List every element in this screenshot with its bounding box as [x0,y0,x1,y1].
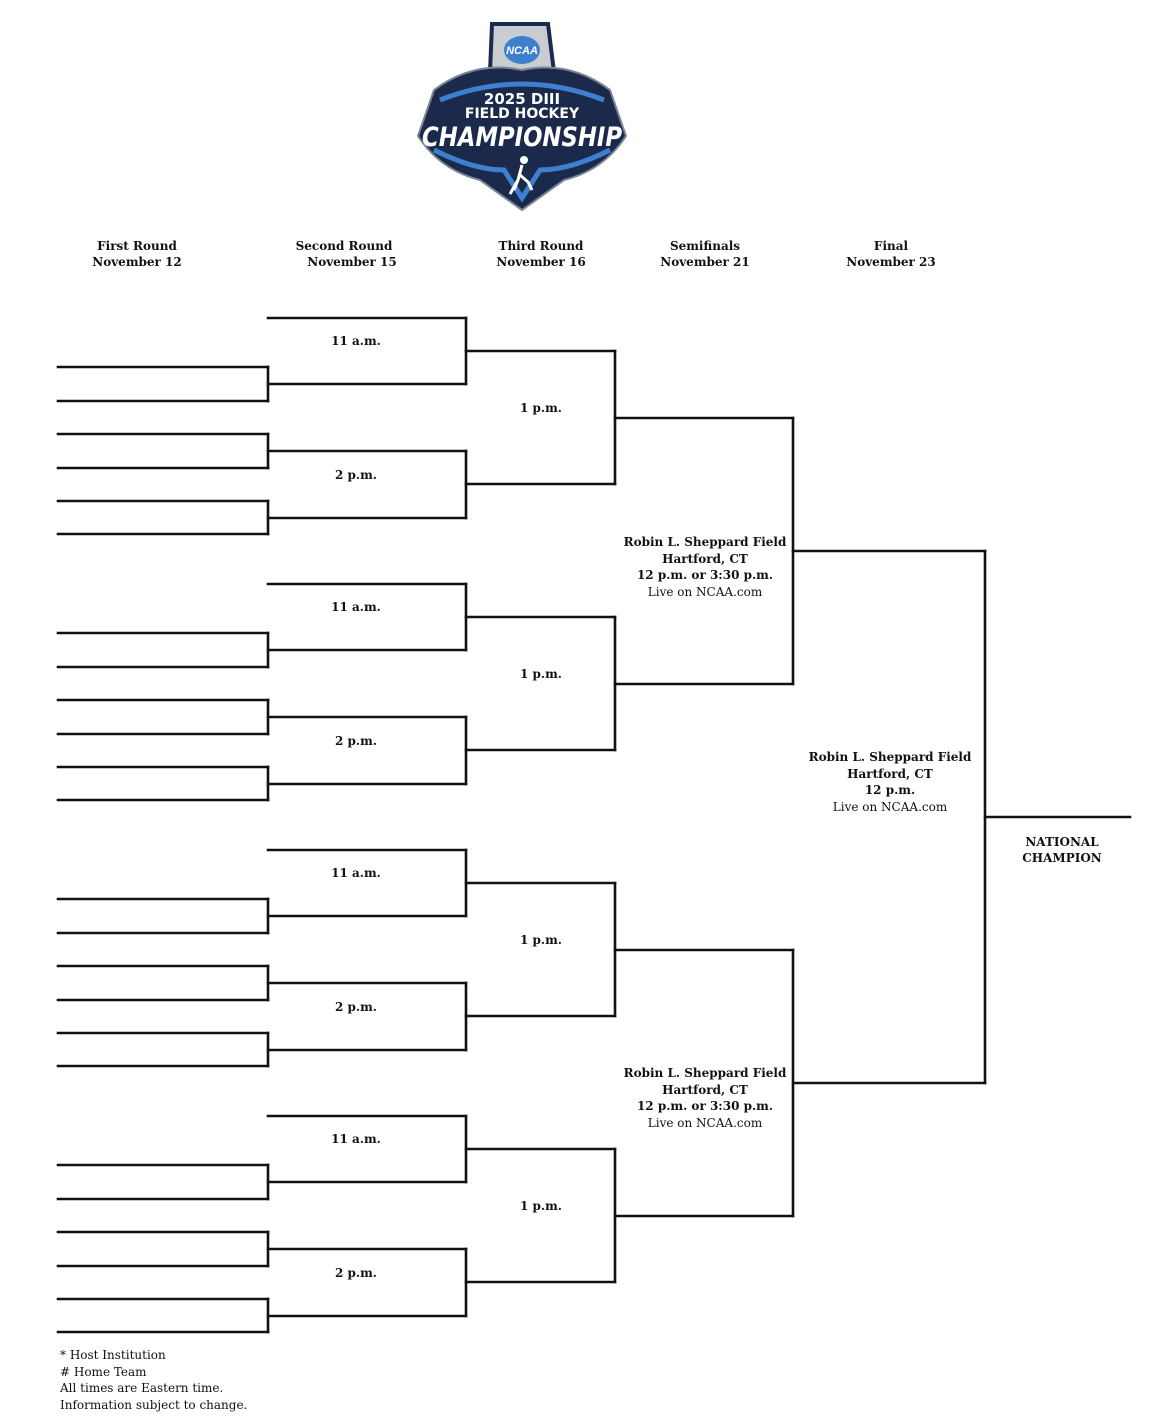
third-round-time: 1 p.m. [520,933,562,947]
footnote: All times are Eastern time. [60,1381,224,1396]
svg-text:NCAA: NCAA [506,45,538,57]
third-round-time: 1 p.m. [520,1199,562,1213]
svg-text:CHAMPIONSHIP: CHAMPIONSHIP [422,122,622,153]
footnote: * Host Institution [60,1348,166,1362]
championship-logo: NCAA 2025 DIII FIELD HOCKEY CHAMPIONSHIP [414,20,630,212]
third-round-time: 1 p.m. [520,667,562,681]
second-round-time: 11 a.m. [331,1132,381,1146]
second-round-time: 2 p.m. [335,734,377,748]
footnotes: * Host Institution # Home Team All times… [60,1347,247,1414]
second-round-time: 2 p.m. [335,1000,377,1014]
svg-text:FIELD HOCKEY: FIELD HOCKEY [465,106,580,122]
second-round-time: 11 a.m. [331,334,381,348]
second-round-time: 11 a.m. [331,600,381,614]
second-round-time: 2 p.m. [335,468,377,482]
footnote: Information subject to change. [60,1398,248,1413]
svg-text:2025 DIII: 2025 DIII [484,90,560,108]
second-round-time: 11 a.m. [331,866,381,880]
second-round-time: 2 p.m. [335,1266,377,1280]
third-round-time: 1 p.m. [520,401,562,415]
footnote: # Home Team [60,1364,147,1379]
